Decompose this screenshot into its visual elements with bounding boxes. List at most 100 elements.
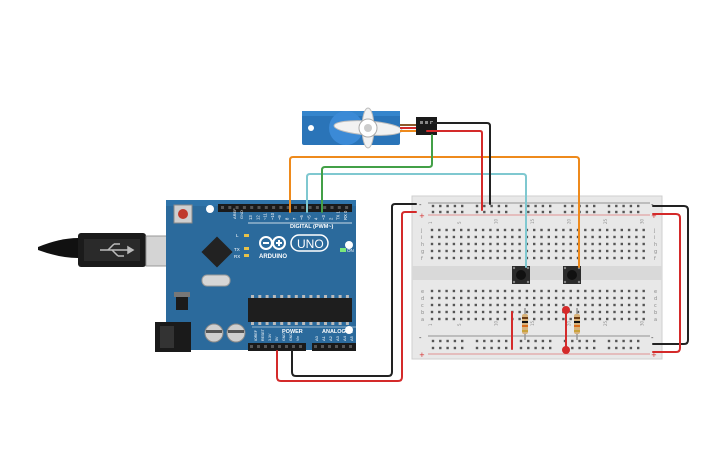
svg-text:20: 20: [567, 320, 572, 326]
svg-text:i: i: [421, 235, 422, 241]
rx-led: RX: [234, 254, 249, 259]
svg-text:-: -: [651, 201, 654, 209]
svg-text:-: -: [419, 334, 422, 342]
svg-text:1: 1: [428, 221, 433, 224]
wire-red[interactable]: [652, 213, 681, 353]
svg-text:+: +: [419, 212, 425, 220]
power-pin-label: 5V: [275, 336, 279, 341]
servo-connector[interactable]: [416, 117, 437, 135]
svg-text:20: 20: [567, 218, 572, 224]
svg-text:+: +: [419, 351, 425, 359]
svg-text:10: 10: [494, 320, 499, 326]
digital-pin-label: 8: [285, 217, 290, 220]
svg-text:c: c: [654, 303, 657, 309]
power-pin-label: GND: [289, 333, 293, 341]
svg-text:f: f: [654, 256, 656, 262]
wire-red[interactable]: [276, 211, 417, 382]
digital-header[interactable]: [218, 204, 352, 212]
on-led: ON: [340, 248, 354, 253]
svg-text:+: +: [651, 212, 657, 220]
wire-green[interactable]: [321, 134, 433, 213]
power-pin-label: GND: [282, 333, 286, 341]
svg-text:g: g: [654, 249, 657, 255]
svg-text:30: 30: [640, 218, 645, 224]
power-jack[interactable]: [155, 322, 191, 352]
micro-servo[interactable]: [302, 107, 437, 149]
digital-pin-label: 4: [314, 217, 319, 220]
svg-text:e: e: [654, 289, 657, 295]
power-label: POWER: [282, 329, 303, 335]
power-pin-label: IOREF: [254, 329, 258, 341]
svg-text:h: h: [421, 242, 424, 248]
svg-text:L: L: [236, 233, 239, 238]
power-header[interactable]: [248, 343, 306, 351]
rail-signs: -+-+-+-+: [419, 201, 657, 359]
gnd-label: GND: [239, 210, 244, 219]
digital-pin-label: ~6: [299, 215, 304, 220]
digital-pin-label: ~9: [277, 215, 282, 220]
svg-text:TX: TX: [234, 247, 240, 252]
svg-text:1: 1: [428, 323, 433, 326]
svg-text:d: d: [421, 296, 424, 302]
tx-led: TX: [234, 247, 249, 252]
servo-horn[interactable]: [333, 107, 403, 149]
svg-text:-: -: [651, 334, 654, 342]
svg-text:d: d: [654, 296, 657, 302]
svg-text:a: a: [421, 317, 424, 323]
pushbutton[interactable]: [512, 266, 530, 284]
digital-pin-label: 13: [248, 215, 253, 220]
svg-text:g: g: [421, 249, 424, 255]
power-pin-label: 3.3V: [268, 333, 272, 341]
svg-text:j: j: [420, 228, 422, 234]
svg-text:25: 25: [603, 320, 608, 326]
wire-black[interactable]: [291, 203, 417, 377]
voltage-regulator: [174, 292, 190, 310]
analog-pin-label: A2: [328, 335, 333, 341]
resistor[interactable]: [574, 308, 580, 340]
svg-text:ON: ON: [347, 248, 354, 253]
arduino-logo-icon: [259, 236, 286, 250]
svg-text:15: 15: [530, 320, 535, 326]
wire-orange[interactable]: [289, 156, 580, 268]
digital-pin-label: ~5: [306, 215, 311, 220]
digital-label: DIGITAL (PWM~): [290, 224, 334, 230]
digital-pin-label: ~10: [270, 212, 275, 220]
svg-text:e: e: [421, 289, 424, 295]
analog-pin-label: A5: [349, 335, 354, 341]
svg-text:25: 25: [603, 218, 608, 224]
microcontroller-chip: [248, 295, 352, 325]
reset-button[interactable]: [173, 204, 193, 224]
wire-black[interactable]: [431, 122, 491, 205]
capacitor: [204, 323, 224, 343]
svg-text:i: i: [654, 235, 655, 241]
svg-text:30: 30: [640, 320, 645, 326]
analog-header[interactable]: [312, 343, 356, 351]
wire-red[interactable]: [426, 130, 483, 211]
crystal-oscillator: [201, 274, 231, 287]
digital-pin-label: RX 0: [343, 210, 348, 220]
capacitor: [226, 323, 246, 343]
wire-black[interactable]: [652, 205, 689, 345]
svg-text:b: b: [421, 310, 424, 316]
wires: [276, 122, 689, 382]
wire-cyan[interactable]: [306, 173, 527, 268]
pushbutton[interactable]: [563, 266, 581, 284]
mounting-hole: [345, 326, 353, 334]
resistor[interactable]: [522, 308, 528, 340]
power-pin-label: Vin: [296, 336, 300, 341]
svg-text:5: 5: [457, 221, 462, 224]
l-led: L: [236, 233, 249, 238]
digital-pin-label: TX 1: [336, 210, 341, 220]
usb-chip: [201, 236, 233, 268]
analog-pin-label: A3: [335, 335, 340, 341]
usb-icon: [100, 243, 135, 257]
svg-text:a: a: [654, 317, 657, 323]
analog-pin-label: A4: [342, 335, 347, 341]
